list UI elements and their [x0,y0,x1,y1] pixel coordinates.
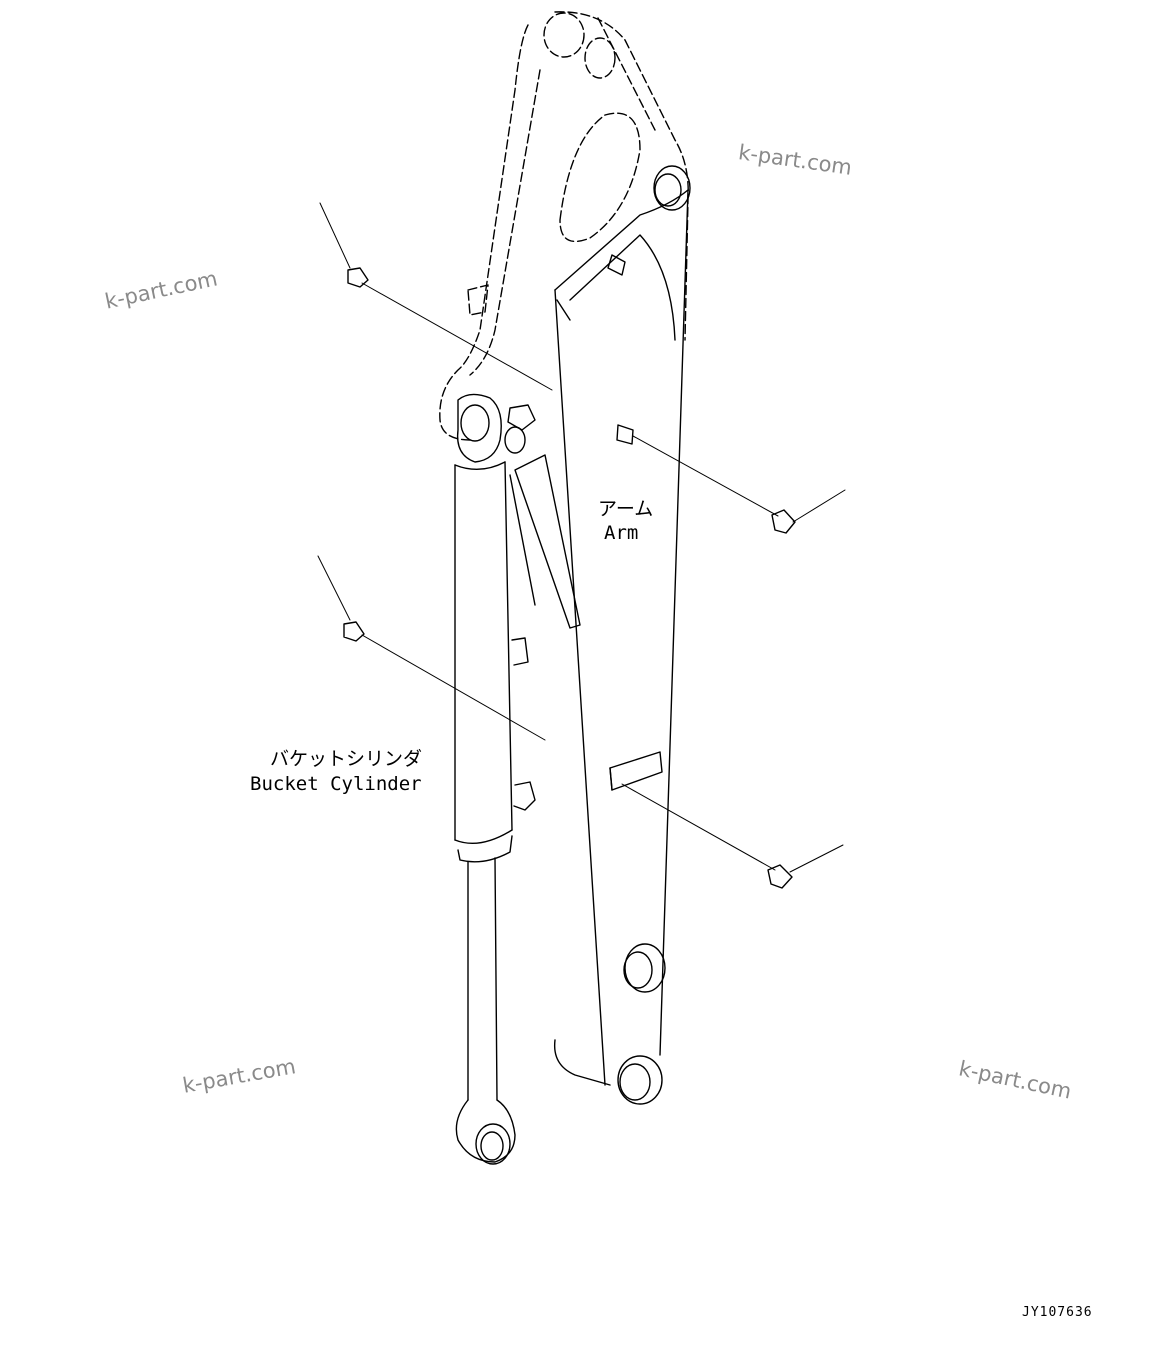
drawing-code: JY107636 [1022,1305,1093,1320]
bucket-cylinder-label-jp: バケットシリンダ [270,748,423,770]
bucket-cylinder [454,393,536,1165]
leader-lines [317,202,846,873]
arm-label-jp: アーム [598,498,654,520]
arm-body [553,165,691,1105]
arm-upper-outline [439,11,689,441]
arm-label-en: Arm [604,522,639,544]
grease-fittings [343,267,796,889]
bucket-cylinder-label-en: Bucket Cylinder [250,773,422,795]
arm-link-bar [509,454,581,629]
